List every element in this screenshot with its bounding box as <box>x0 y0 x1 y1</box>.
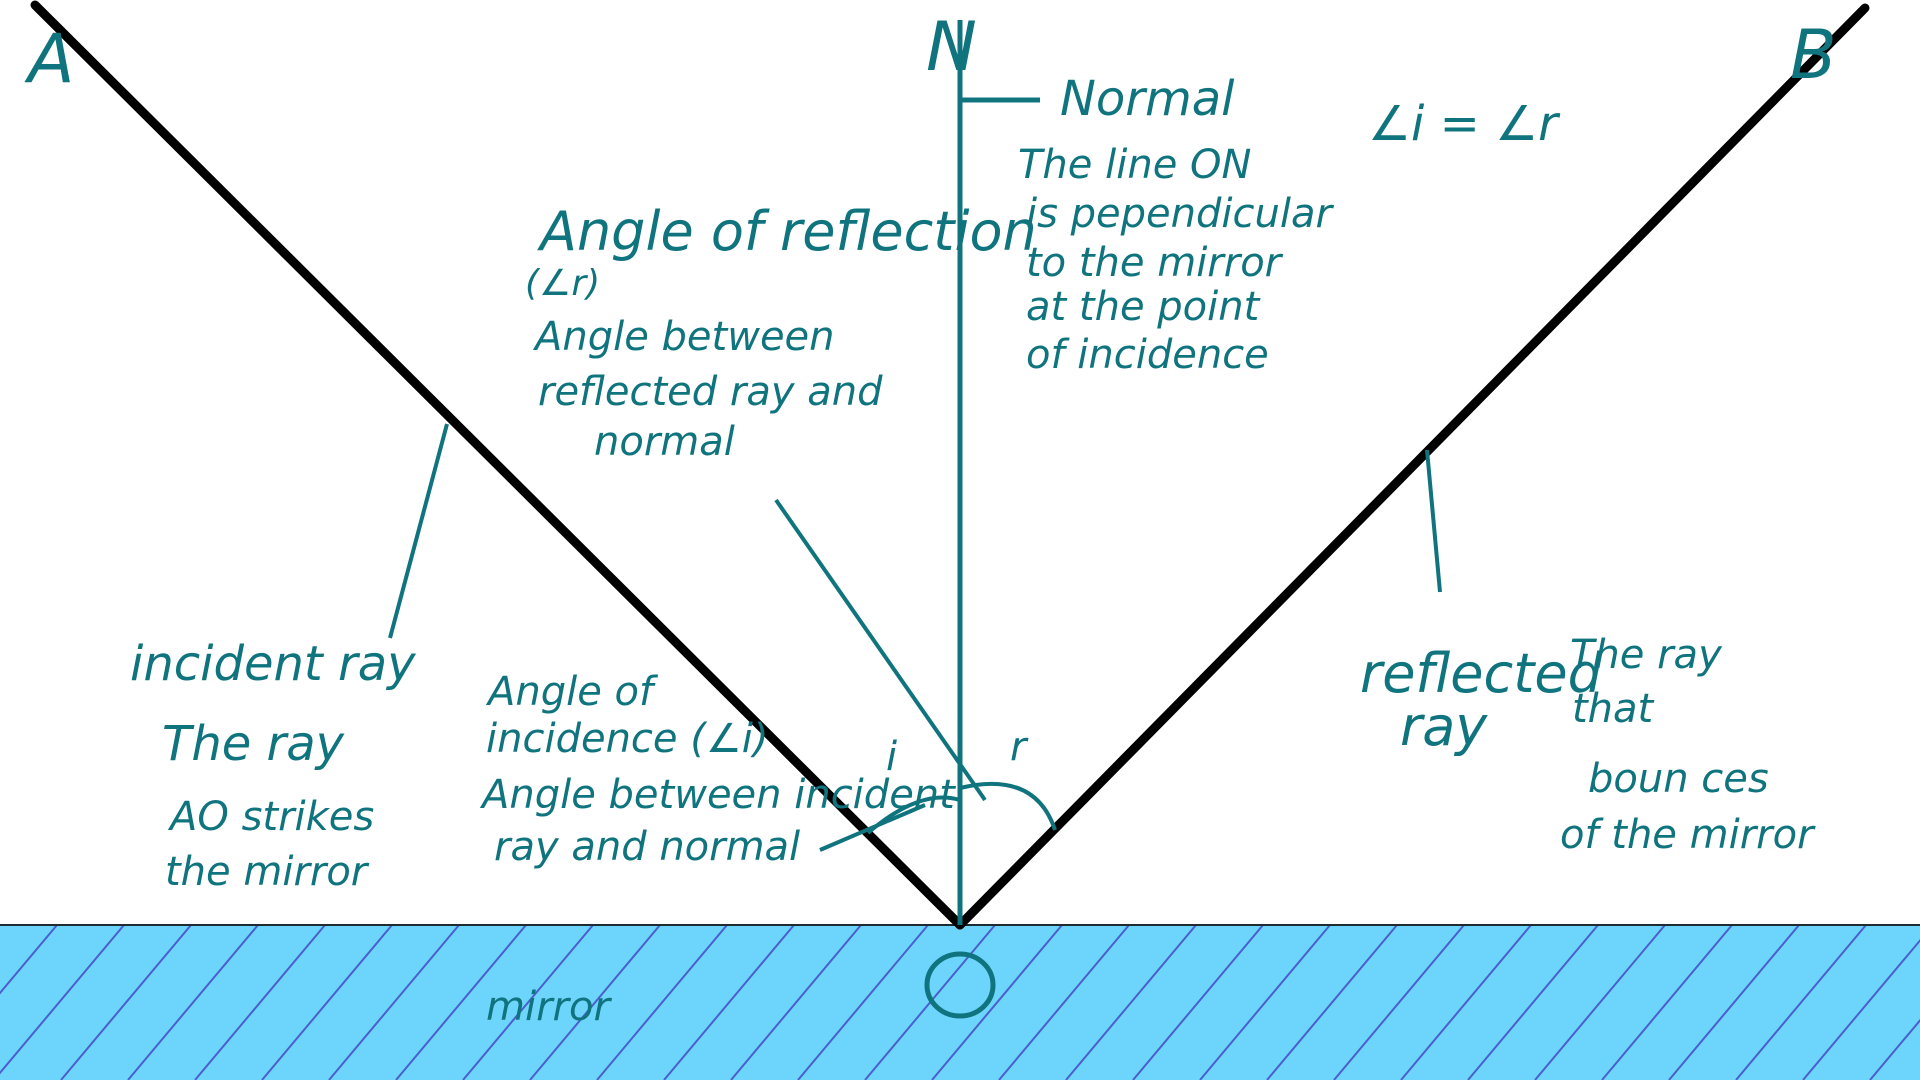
incident-ray-ao <box>30 0 965 930</box>
reflected-ray-desc-line-4: of the mirror <box>1560 812 1816 858</box>
mirror-hatch-line <box>1467 924 1599 1080</box>
incident-ray-title: incident ray <box>130 636 416 692</box>
point-o-circle <box>924 951 996 1019</box>
angle-of-incidence-title-line-2: incidence (∠i) <box>486 716 768 762</box>
mirror-hatch-line <box>1400 924 1532 1080</box>
mirror-hatch-line <box>1668 924 1800 1080</box>
mirror-hatch-line <box>1065 924 1197 1080</box>
angle-of-reflection-desc-line-1: Angle between <box>532 314 835 360</box>
normal-title: Normal <box>1060 71 1235 127</box>
angle-of-incidence-title-line-1: Angle of <box>485 669 659 715</box>
incident-ray-desc-line-2: AO strikes <box>167 794 374 840</box>
reflected-ray-desc-line-2: that <box>1572 686 1655 732</box>
normal-desc-line-2: is pependicular <box>1026 191 1334 237</box>
angle-r-label: r <box>1010 724 1029 770</box>
point-b-label: B <box>1790 16 1837 95</box>
mirror-hatch-line <box>596 924 728 1080</box>
angle-of-reflection-desc-line-2: reflected ray and <box>538 369 883 415</box>
mirror-hatch-line <box>0 924 58 995</box>
mirror-hatch-line <box>1802 938 1920 1080</box>
mirror-hatch-line <box>1601 924 1733 1080</box>
mirror-hatch-line <box>194 924 326 1080</box>
reflected-ray-desc-line-3: boun ces <box>1588 756 1769 802</box>
mirror-hatch-line <box>1132 924 1264 1080</box>
angle-i-arc <box>866 795 961 835</box>
reflected-ray-title-line-2: ray <box>1400 695 1488 758</box>
reflected-ray-ob <box>955 3 1870 930</box>
mirror-hatch-line <box>0 924 125 1075</box>
angle-of-reflection-title: Angle of reflection <box>537 200 1037 263</box>
mirror-hatch-line <box>529 924 661 1080</box>
mirror-hatch-line <box>60 924 192 1080</box>
mirror-hatch-line <box>1333 924 1465 1080</box>
point-n-label: N <box>926 8 977 87</box>
mirror-hatch-line <box>1869 1018 1920 1080</box>
mirror-hatch-line <box>127 924 259 1080</box>
mirror-hatch-line <box>1534 924 1666 1080</box>
point-a-label: A <box>24 20 75 99</box>
mirror-hatch-line <box>462 924 594 1080</box>
reflection-angle-pointer <box>774 498 987 802</box>
angle-of-incidence-desc-line-2: ray and normal <box>494 824 800 870</box>
angle-i-label: i <box>886 734 897 780</box>
mirror-hatch-line <box>998 924 1130 1080</box>
mirror-hatch-line <box>261 924 393 1080</box>
normal-desc-line-4: at the point <box>1026 284 1261 330</box>
normal-desc-line-1: The line ON <box>1018 142 1251 188</box>
mirror-surface <box>0 925 1920 1080</box>
angle-of-reflection-desc-line-3: normal <box>594 419 735 465</box>
incident-ray-desc-line-1: The ray <box>162 716 345 772</box>
mirror-hatch-line <box>797 924 929 1080</box>
incident-ray-pointer <box>388 423 449 639</box>
angle-of-incidence-desc-line-1: Angle between incident <box>479 772 956 818</box>
mirror-hatch-line <box>395 924 527 1080</box>
mirror-hatch-line <box>663 924 795 1080</box>
angle-of-reflection-symbol: (∠r) <box>525 263 600 304</box>
mirror-hatch-line <box>730 924 862 1080</box>
reflected-ray-title-line-1: reflected <box>1360 642 1603 705</box>
mirror-hatch-line <box>1735 924 1867 1080</box>
reflected-ray-desc-line-1: The ray <box>1570 632 1723 678</box>
angle-equality-equation: ∠i = ∠r <box>1368 96 1561 152</box>
normal-desc-line-3: to the mirror <box>1026 240 1284 286</box>
mirror-hatch-line <box>1199 924 1331 1080</box>
incident-ray-desc-line-3: the mirror <box>165 849 370 895</box>
angle-r-arc <box>959 781 1057 831</box>
mirror-hatch-line <box>328 924 460 1080</box>
mirror-hatch-line <box>931 924 1063 1080</box>
reflected-ray-pointer <box>1425 449 1442 593</box>
normal-desc-line-5: of incidence <box>1026 332 1269 378</box>
mirror-label: mirror <box>486 984 612 1030</box>
mirror-hatch-line <box>1266 924 1398 1080</box>
